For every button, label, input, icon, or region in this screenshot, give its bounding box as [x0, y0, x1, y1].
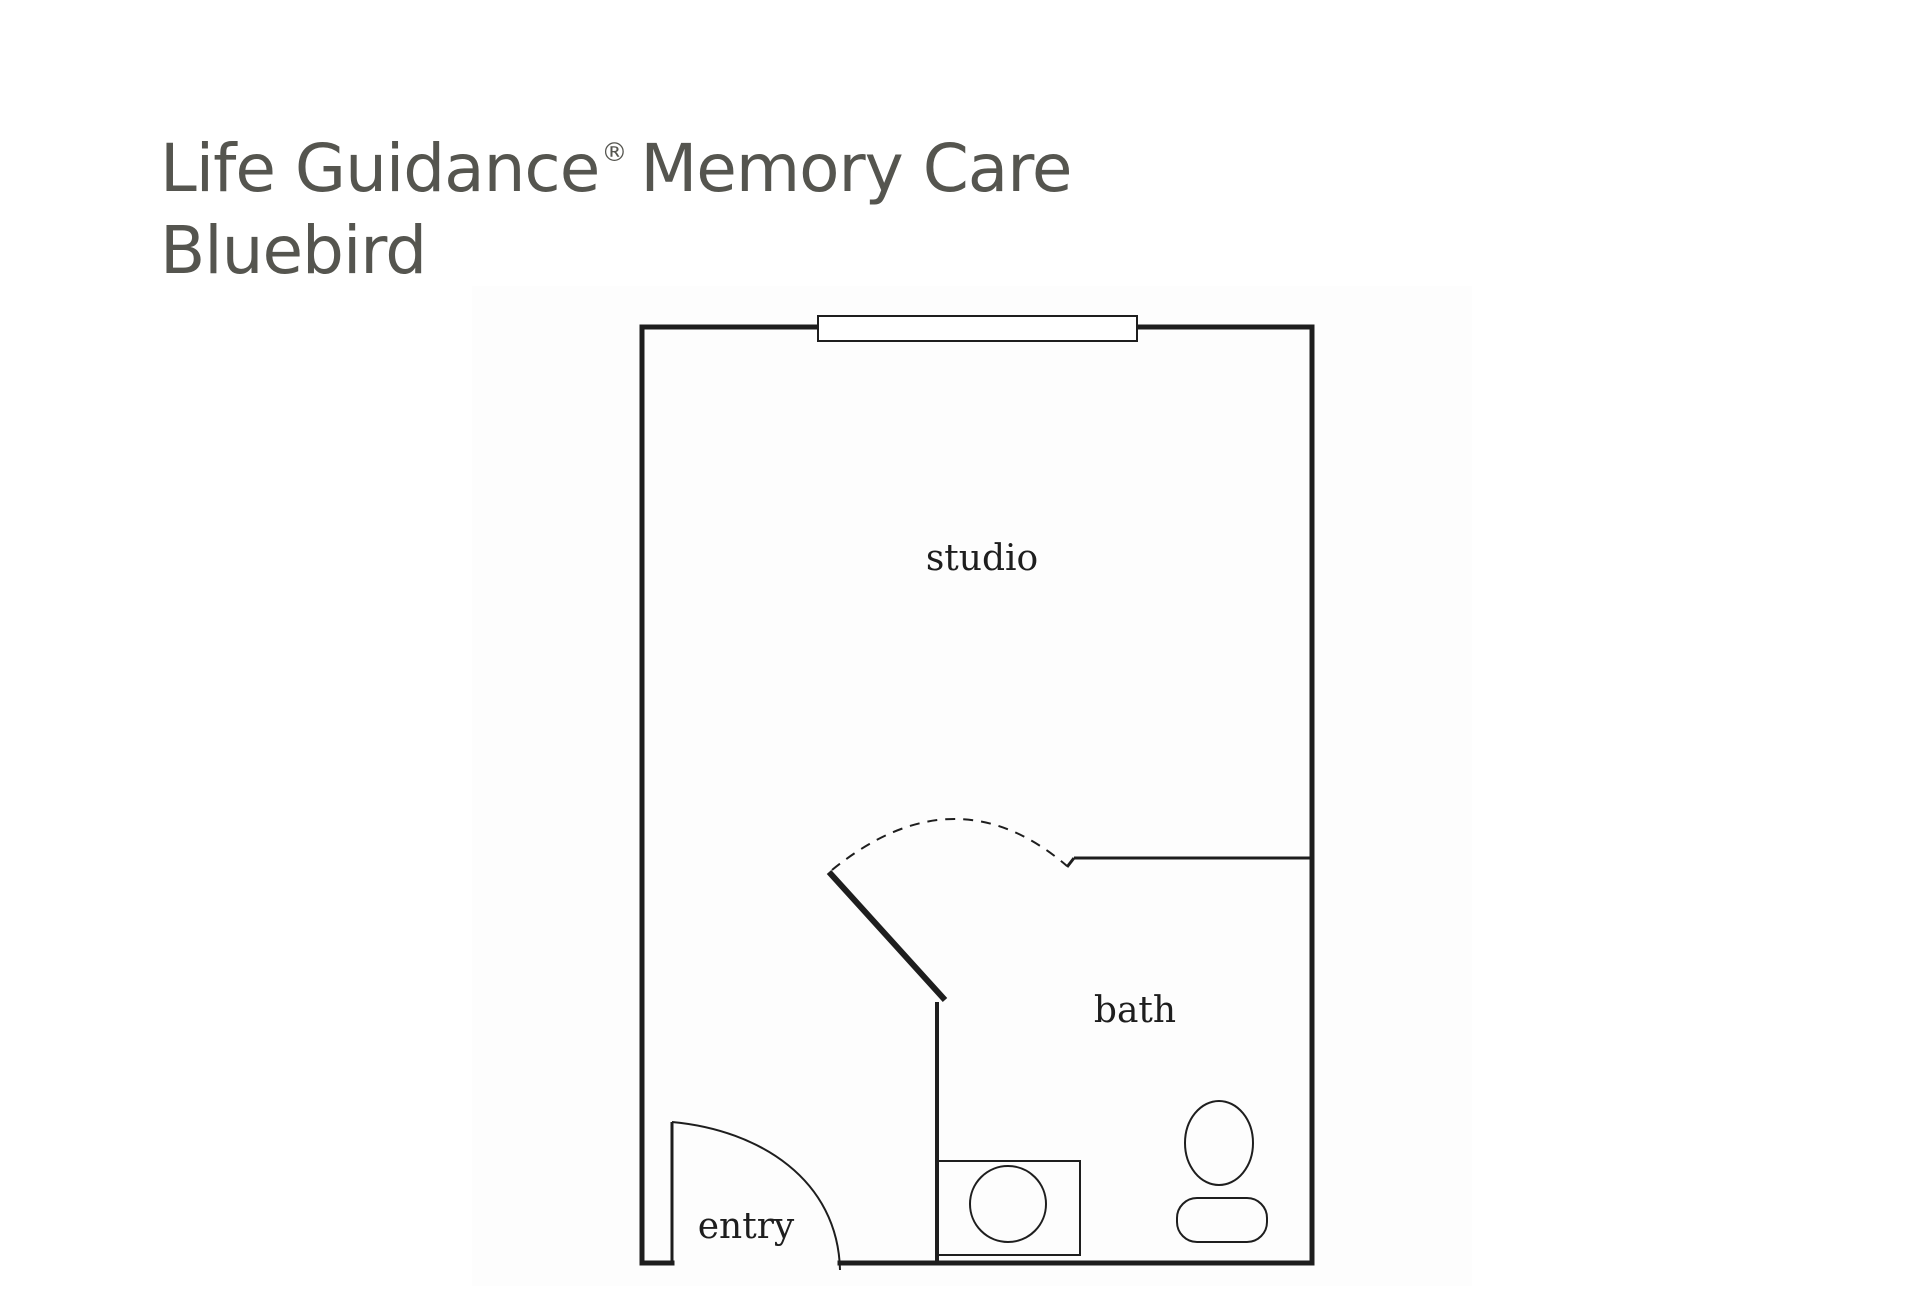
- plan-name: Bluebird: [160, 212, 427, 289]
- studio-label: studio: [926, 538, 1038, 579]
- floor-plan-title: Life Guidance® Memory Care Bluebird: [160, 112, 1073, 292]
- registered-mark: ®: [601, 138, 627, 168]
- floor-plan-background: [472, 286, 1472, 1286]
- bath-door-leaf: [826, 869, 948, 1003]
- toilet-tank: [1176, 1197, 1268, 1243]
- program-title: Life Guidance® Memory Care: [160, 112, 1073, 210]
- program-name: Life Guidance: [160, 130, 600, 207]
- toilet-bowl: [1184, 1100, 1254, 1186]
- window: [817, 315, 1138, 342]
- entry-label: entry: [698, 1206, 795, 1247]
- bath-door-swing: [831, 818, 1068, 871]
- bath-door-jamb: [1065, 857, 1076, 868]
- bath-label: bath: [1094, 990, 1176, 1031]
- shower-drain: [969, 1165, 1047, 1243]
- program-suffix: Memory Care: [640, 130, 1072, 207]
- entry-door-swing: [671, 1121, 841, 1271]
- shower-base: [937, 1160, 1081, 1256]
